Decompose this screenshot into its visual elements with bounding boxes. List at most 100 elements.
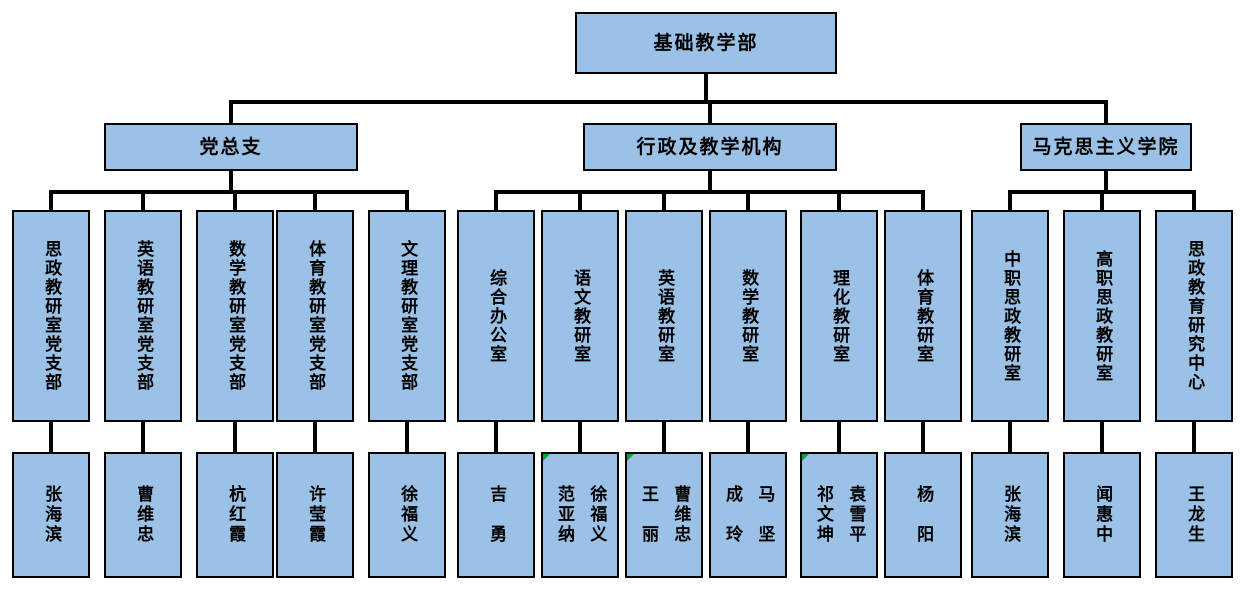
dept-drop xyxy=(494,190,498,210)
department-node-label: 数学教研室党支部 xyxy=(225,240,246,392)
department-node-label: 综合办公室 xyxy=(486,268,507,364)
dept-drop xyxy=(141,190,145,210)
department-node-label: 英语教研室党支部 xyxy=(133,240,154,392)
person-node-14[interactable]: 王龙生 xyxy=(1155,452,1233,578)
person-link xyxy=(49,422,53,452)
person-node-5[interactable]: 徐福义 xyxy=(368,452,446,578)
person-link xyxy=(1192,422,1196,452)
root-stem xyxy=(704,74,708,104)
department-node-label: 数学教研室 xyxy=(738,268,759,364)
person-name: 王 丽 xyxy=(638,485,658,545)
person-link xyxy=(313,422,317,452)
person-node-1[interactable]: 张海滨 xyxy=(12,452,90,578)
department-node-label: 中职思政教研室 xyxy=(1000,249,1021,383)
person-name: 徐福义 xyxy=(586,485,607,545)
person-name-pair: 袁雪平祁文坤 xyxy=(813,485,866,545)
comment-marker-icon xyxy=(802,454,809,461)
root-node-label: 基础教学部 xyxy=(653,31,759,54)
branch-drop xyxy=(229,100,233,123)
branch-node-2[interactable]: 行政及教学机构 xyxy=(583,123,837,171)
branch-node-label: 马克思主义学院 xyxy=(1032,135,1180,158)
branch-stem xyxy=(1104,171,1108,194)
department-node-label: 理化教研室 xyxy=(829,268,850,364)
person-node-10[interactable]: 袁雪平祁文坤 xyxy=(800,452,878,578)
department-node-label: 语文教研室 xyxy=(570,268,591,364)
dept-drop xyxy=(837,190,841,210)
person-link xyxy=(578,422,582,452)
person-name: 吉 勇 xyxy=(486,485,507,545)
department-node-3[interactable]: 数学教研室党支部 xyxy=(196,210,274,422)
dept-drop xyxy=(1100,190,1104,210)
level1-bus xyxy=(229,100,1108,104)
branch-stem xyxy=(708,171,712,194)
person-link xyxy=(921,422,925,452)
person-link xyxy=(746,422,750,452)
branch-node-label: 行政及教学机构 xyxy=(636,135,784,158)
dept-drop xyxy=(49,190,53,210)
person-node-6[interactable]: 吉 勇 xyxy=(457,452,535,578)
person-name: 马 坚 xyxy=(754,485,775,545)
dept-drop xyxy=(921,190,925,210)
person-name-pair: 曹维忠王 丽 xyxy=(638,485,691,545)
dept-drop xyxy=(662,190,666,210)
department-node-5[interactable]: 文理教研室党支部 xyxy=(368,210,446,422)
department-node-10[interactable]: 理化教研室 xyxy=(800,210,878,422)
department-node-label: 思政教研室党支部 xyxy=(41,240,62,392)
department-node-7[interactable]: 语文教研室 xyxy=(541,210,619,422)
person-node-9[interactable]: 马 坚成 玲 xyxy=(709,452,787,578)
dept-bus xyxy=(49,190,409,194)
department-node-13[interactable]: 高职思政教研室 xyxy=(1063,210,1141,422)
person-name: 范亚纳 xyxy=(554,485,574,545)
dept-drop xyxy=(746,190,750,210)
department-node-14[interactable]: 思政教育研究中心 xyxy=(1155,210,1233,422)
person-name: 成 玲 xyxy=(722,485,742,545)
person-name: 许莹霞 xyxy=(305,485,326,545)
person-name: 王龙生 xyxy=(1184,485,1205,545)
dept-drop xyxy=(405,190,409,210)
branch-node-3[interactable]: 马克思主义学院 xyxy=(1020,123,1192,171)
person-node-3[interactable]: 杭红霞 xyxy=(196,452,274,578)
department-node-2[interactable]: 英语教研室党支部 xyxy=(104,210,182,422)
person-node-2[interactable]: 曹维忠 xyxy=(104,452,182,578)
dept-drop xyxy=(578,190,582,210)
dept-drop xyxy=(1008,190,1012,210)
department-node-4[interactable]: 体育教研室党支部 xyxy=(276,210,354,422)
person-node-12[interactable]: 张海滨 xyxy=(971,452,1049,578)
person-node-4[interactable]: 许莹霞 xyxy=(276,452,354,578)
person-name: 闻惠中 xyxy=(1092,485,1113,545)
person-name: 祁文坤 xyxy=(813,485,833,545)
person-node-13[interactable]: 闻惠中 xyxy=(1063,452,1141,578)
department-node-9[interactable]: 数学教研室 xyxy=(709,210,787,422)
person-name: 袁雪平 xyxy=(845,485,866,545)
dept-bus xyxy=(494,190,925,194)
person-node-7[interactable]: 徐福义范亚纳 xyxy=(541,452,619,578)
branch-stem xyxy=(229,171,233,194)
dept-drop xyxy=(313,190,317,210)
department-node-12[interactable]: 中职思政教研室 xyxy=(971,210,1049,422)
department-node-6[interactable]: 综合办公室 xyxy=(457,210,535,422)
department-node-1[interactable]: 思政教研室党支部 xyxy=(12,210,90,422)
dept-drop xyxy=(1192,190,1196,210)
person-link xyxy=(837,422,841,452)
person-node-11[interactable]: 杨 阳 xyxy=(884,452,962,578)
department-node-11[interactable]: 体育教研室 xyxy=(884,210,962,422)
department-node-8[interactable]: 英语教研室 xyxy=(625,210,703,422)
person-link xyxy=(233,422,237,452)
branch-node-1[interactable]: 党总支 xyxy=(104,123,358,171)
department-node-label: 文理教研室党支部 xyxy=(397,240,418,392)
root-node-basic-teaching-department[interactable]: 基础教学部 xyxy=(575,12,837,74)
person-link xyxy=(405,422,409,452)
department-node-label: 思政教育研究中心 xyxy=(1184,240,1205,392)
person-link xyxy=(1008,422,1012,452)
person-link xyxy=(141,422,145,452)
person-name-pair: 徐福义范亚纳 xyxy=(554,485,607,545)
person-name-pair: 马 坚成 玲 xyxy=(722,485,775,545)
person-node-8[interactable]: 曹维忠王 丽 xyxy=(625,452,703,578)
person-name: 曹维忠 xyxy=(133,485,154,545)
person-link xyxy=(662,422,666,452)
comment-marker-icon xyxy=(627,454,634,461)
department-node-label: 英语教研室 xyxy=(654,268,675,364)
department-node-label: 体育教研室党支部 xyxy=(305,240,326,392)
person-name: 曹维忠 xyxy=(670,485,691,545)
